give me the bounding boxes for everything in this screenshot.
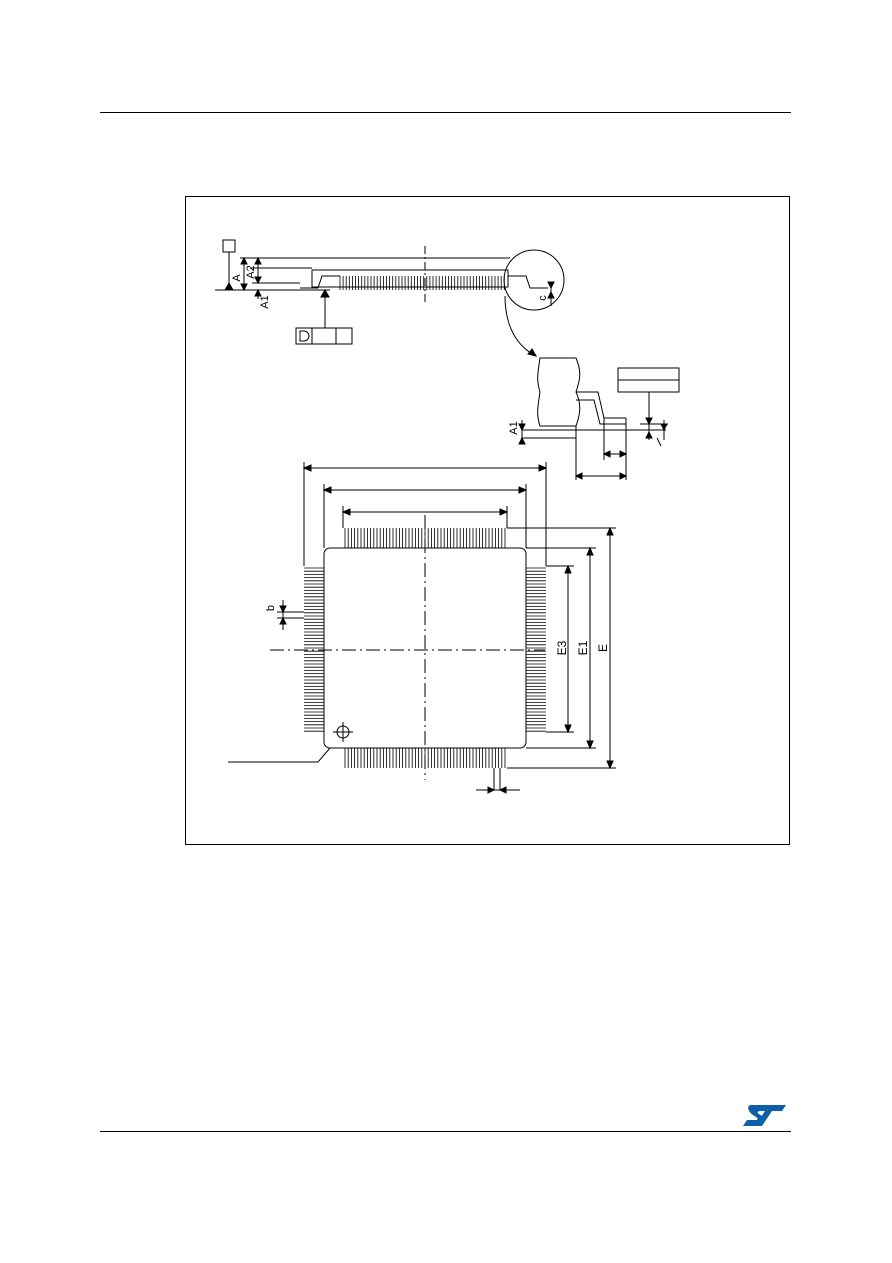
dim-label-c: c xyxy=(537,295,549,301)
side-view-leads xyxy=(339,276,505,290)
footer-rule xyxy=(100,1131,791,1132)
st-logo-icon xyxy=(743,1105,786,1126)
dim-label-e3: E3 xyxy=(555,640,569,655)
top-view xyxy=(228,462,616,794)
dim-label-a1-detail: A1 xyxy=(508,421,520,434)
dim-label-a1-side: A1 xyxy=(259,295,271,308)
detail-circle xyxy=(503,249,565,311)
dim-label-e1: E1 xyxy=(576,640,590,655)
figure-frame xyxy=(185,196,790,845)
dim-label-a2: A2 xyxy=(245,265,257,278)
dim-label-a: A xyxy=(231,274,243,282)
datum-feature-frame xyxy=(295,327,353,345)
side-view xyxy=(215,239,565,357)
lead-detail xyxy=(518,357,680,480)
header-rule xyxy=(100,112,791,113)
dim-label-b: b xyxy=(265,605,277,611)
dim-label-e: E xyxy=(596,644,610,652)
top-view-pins xyxy=(304,528,546,768)
datum-box-top xyxy=(222,239,236,253)
